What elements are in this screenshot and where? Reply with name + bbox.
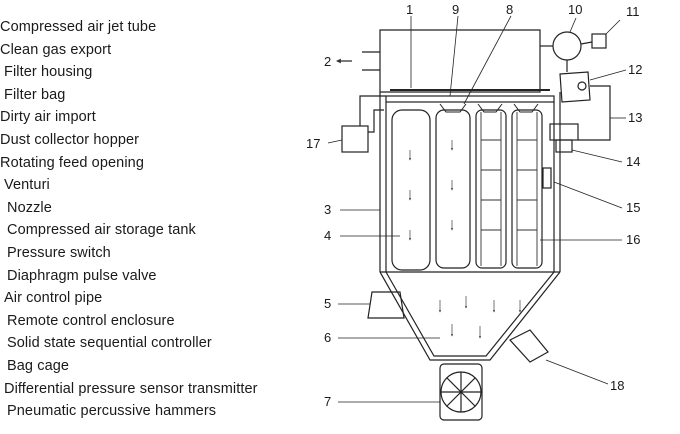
callout-1: 1 bbox=[406, 2, 413, 17]
callout-18: 18 bbox=[610, 378, 624, 393]
legend-item: Pressure switch bbox=[7, 244, 111, 261]
legend-item: Compressed air storage tank bbox=[7, 222, 196, 239]
callout-15: 15 bbox=[626, 200, 640, 215]
air-storage-tank bbox=[552, 31, 582, 61]
legend-item: Dust collector hopper bbox=[0, 131, 140, 148]
legend-item: Rotating feed opening bbox=[0, 154, 144, 171]
clean-gas-outlet bbox=[362, 51, 380, 71]
legend-item: Compressed air jet tube bbox=[0, 19, 157, 35]
rotary-feed-valve bbox=[439, 363, 483, 421]
legend-item: Solid state sequential controller bbox=[7, 335, 212, 352]
callout-17: 17 bbox=[306, 136, 320, 151]
callout-6: 6 bbox=[324, 330, 331, 345]
callout-11: 11 bbox=[626, 4, 640, 19]
legend-item: Remote control enclosure bbox=[7, 312, 175, 329]
legend-item: Nozzle bbox=[7, 199, 52, 216]
clean-air-plenum bbox=[379, 29, 541, 93]
tube-sheet bbox=[385, 95, 555, 103]
component-legend: Compressed air jet tube Clean gas export… bbox=[0, 16, 320, 423]
air-flow-arrows bbox=[408, 140, 522, 339]
callout-3: 3 bbox=[324, 202, 331, 217]
air-control-pipe bbox=[578, 85, 611, 141]
pressure-switch bbox=[591, 33, 607, 49]
filter-bag bbox=[511, 109, 543, 269]
legend-item: Diaphragm pulse valve bbox=[7, 267, 157, 284]
pneumatic-hammer bbox=[509, 329, 549, 363]
legend-item: Filter housing bbox=[4, 64, 93, 81]
callout-9: 9 bbox=[452, 2, 459, 17]
legend-item: Venturi bbox=[4, 177, 50, 194]
legend-item: Pneumatic percussive hammers bbox=[7, 403, 217, 420]
legend-item: Bag cage bbox=[7, 357, 70, 374]
callout-8: 8 bbox=[506, 2, 513, 17]
filter-bag bbox=[391, 109, 431, 271]
callout-16: 16 bbox=[626, 232, 640, 247]
callout-13: 13 bbox=[628, 110, 642, 125]
filter-housing bbox=[379, 92, 561, 272]
callout-12: 12 bbox=[628, 62, 642, 77]
legend-item: Differential pressure sensor transmitter bbox=[4, 380, 258, 397]
leader-lines bbox=[327, 15, 627, 403]
legend-item: Air control pipe bbox=[4, 290, 103, 307]
sequential-controller bbox=[542, 167, 552, 189]
callout-14: 14 bbox=[626, 154, 640, 169]
filter-bag bbox=[435, 109, 471, 269]
legend-item: Dirty air import bbox=[0, 109, 96, 126]
diaphragm-pulse-valve bbox=[559, 71, 591, 103]
differential-pressure-sensor bbox=[341, 125, 369, 153]
callout-5: 5 bbox=[324, 296, 331, 311]
venturi bbox=[439, 103, 539, 113]
dust-hopper bbox=[379, 271, 561, 361]
legend-item: Clean gas export bbox=[0, 41, 112, 58]
dirty-air-inlet bbox=[367, 291, 405, 319]
bag-cage bbox=[480, 112, 538, 266]
callout-4: 4 bbox=[324, 228, 331, 243]
callout-2: 2 bbox=[324, 54, 331, 69]
legend-item: Filter bag bbox=[4, 86, 66, 103]
callout-7: 7 bbox=[324, 394, 331, 409]
filter-bag bbox=[475, 109, 507, 269]
callout-10: 10 bbox=[568, 2, 582, 17]
